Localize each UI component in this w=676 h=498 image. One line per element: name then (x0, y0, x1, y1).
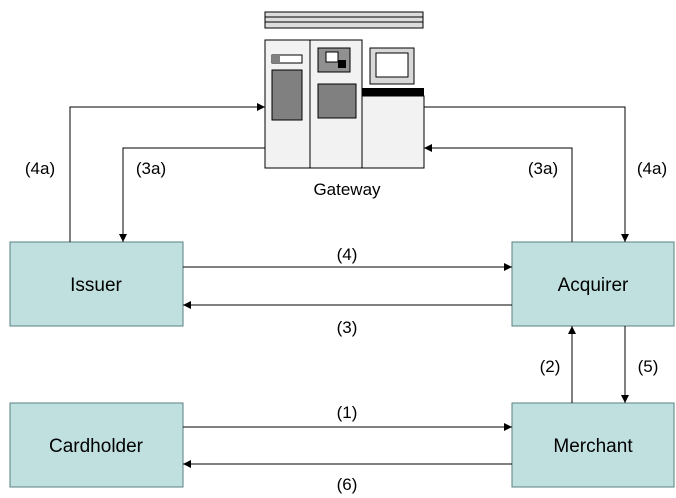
label-4: (4) (337, 245, 358, 264)
label-3a-left: (3a) (136, 159, 166, 178)
merchant-label: Merchant (553, 436, 633, 457)
merchant-box (511, 402, 675, 488)
acquirer-label: Acquirer (558, 275, 629, 296)
cardholder-box (9, 402, 184, 488)
cardholder-label: Cardholder (49, 436, 144, 457)
label-4a-right: (4a) (637, 159, 667, 178)
gateway-label: Gateway (313, 180, 381, 199)
acquirer-box (511, 241, 675, 327)
arrow-4a-issuer-to-gateway (69, 103, 265, 242)
arrow-3a-gateway-to-issuer (119, 147, 265, 242)
label-2: (2) (540, 357, 561, 376)
arrow-4a-gateway-to-acquirer (424, 106, 629, 242)
gateway-server-icon (264, 11, 425, 169)
arrow-3a-acquirer-to-gateway (424, 144, 573, 242)
label-3: (3) (337, 318, 358, 337)
label-5: (5) (638, 357, 659, 376)
issuer-box (9, 241, 184, 327)
issuer-label: Issuer (70, 275, 122, 296)
label-3a-right: (3a) (528, 159, 558, 178)
label-6: (6) (337, 475, 358, 494)
label-1: (1) (337, 403, 358, 422)
label-4a-left: (4a) (25, 159, 55, 178)
